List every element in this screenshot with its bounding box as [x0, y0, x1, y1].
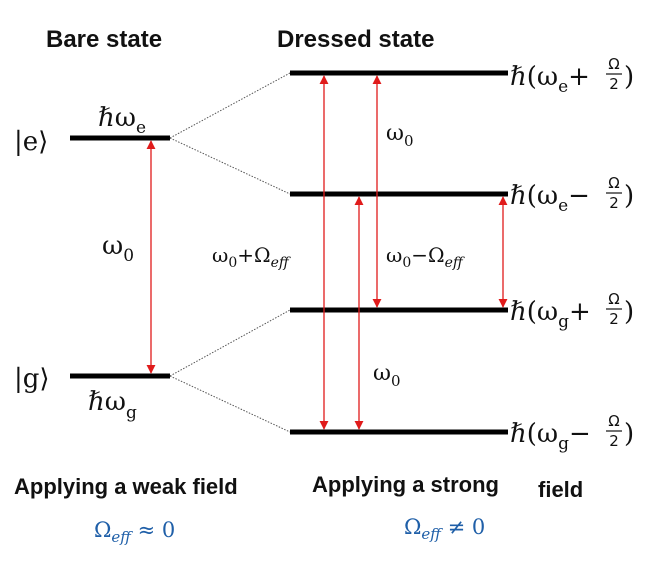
svg-text:ℏωg: ℏωg	[88, 387, 137, 423]
svg-text:ω0+Ωeff: ω0+Ωeff	[212, 243, 291, 271]
svg-text:ω0: ω0	[373, 361, 401, 390]
bare-state-heading: Bare state	[46, 26, 162, 53]
strong-field-caption-tail: field	[538, 477, 583, 502]
excited-energy-label: ℏωe	[98, 103, 146, 138]
dressed-label-g-minus: ℏ(ωg− Ω 2 )	[510, 412, 634, 454]
svg-text:2: 2	[609, 310, 619, 328]
svg-text:Ω: Ω	[608, 290, 619, 308]
excited-ket-label: |e⟩	[14, 127, 48, 157]
svg-text:ℏ(ωg−: ℏ(ωg−	[510, 419, 591, 454]
svg-text:2: 2	[609, 432, 619, 450]
level-connectors	[169, 72, 291, 433]
svg-text:ℏ(ωe+: ℏ(ωe+	[510, 62, 590, 97]
strong-field-caption: Applying a strong	[312, 472, 499, 497]
svg-text:2: 2	[609, 75, 619, 93]
diff-transition-label: ω0−Ωeff	[386, 243, 465, 271]
connector-g-plus	[169, 309, 291, 377]
svg-text:): )	[624, 297, 634, 327]
svg-text:ω0: ω0	[386, 121, 414, 150]
lower-omega0-label: ω0	[373, 361, 401, 390]
svg-text:Ωeff ≠ 0: Ωeff ≠ 0	[404, 515, 485, 543]
svg-text:ω0: ω0	[102, 231, 134, 266]
dressed-label-g-plus: ℏ(ωg+ Ω 2 )	[510, 290, 634, 332]
svg-text:Ω: Ω	[608, 55, 619, 73]
dressed-state-heading: Dressed state	[277, 26, 434, 53]
dressed-label-e-minus: ℏ(ωe− Ω 2 )	[510, 174, 634, 216]
ground-ket-label: |g⟩	[14, 364, 50, 394]
svg-text:): )	[624, 181, 634, 211]
weak-field-caption: Applying a weak field	[14, 474, 238, 499]
svg-text:ω0−Ωeff: ω0−Ωeff	[386, 243, 465, 271]
bare-transition-label: ω0	[102, 231, 134, 266]
svg-text:ℏωe: ℏωe	[98, 103, 146, 138]
transition-arrows	[146, 75, 508, 430]
connector-e-minus	[169, 137, 291, 195]
weak-condition-label: Ωeff ≈ 0	[94, 518, 175, 546]
sum-transition-label: ω0+Ωeff	[212, 243, 291, 271]
svg-text:2: 2	[609, 194, 619, 212]
upper-omega0-label: ω0	[386, 121, 414, 150]
connector-e-plus	[169, 72, 291, 139]
strong-condition-label: Ωeff ≠ 0	[404, 515, 485, 543]
dressed-label-e-plus: ℏ(ωe+ Ω 2 )	[510, 55, 634, 97]
ground-energy-label: ℏωg	[88, 387, 137, 423]
svg-text:Ω: Ω	[608, 174, 619, 192]
svg-text:Ω: Ω	[608, 412, 619, 430]
svg-text:ℏ(ωg+: ℏ(ωg+	[510, 297, 591, 332]
svg-text:Ωeff ≈ 0: Ωeff ≈ 0	[94, 518, 175, 546]
svg-text:): )	[624, 419, 634, 449]
connector-g-minus	[169, 375, 291, 433]
svg-text:): )	[624, 62, 634, 92]
svg-text:ℏ(ωe−: ℏ(ωe−	[510, 181, 590, 216]
